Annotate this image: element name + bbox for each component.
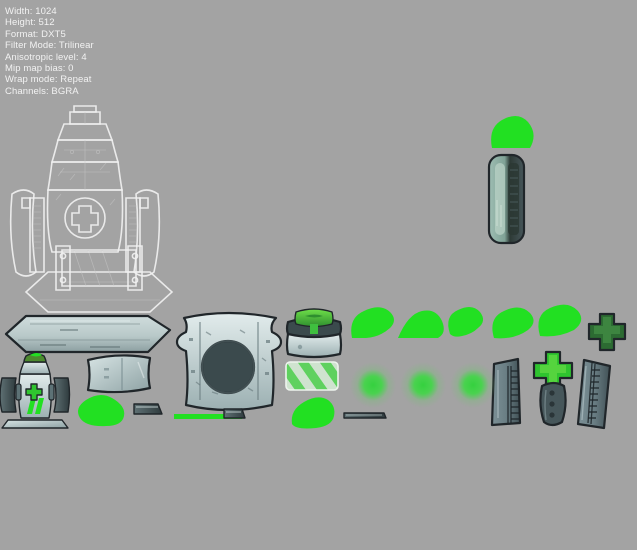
sprite-tank-wireframe-outline [9, 105, 174, 313]
sprite-tank-body-panel [175, 311, 283, 412]
sprite-green-blob-4 [492, 307, 534, 339]
sprite-glow-dot-1 [350, 362, 396, 408]
sprite-green-blob-1 [351, 307, 394, 338]
sprite-pod-module [539, 381, 567, 427]
sprite-green-splat-mid [291, 397, 335, 429]
sprite-robot-tank-icon [0, 352, 71, 429]
sprite-green-blob-5 [538, 304, 582, 337]
meta-row-channels: Channels: BGRA [5, 85, 79, 97]
sprite-green-blob-top [491, 115, 534, 148]
meta-row-wrap-mode: Wrap mode: Repeat [5, 74, 92, 86]
sprite-turret-cap [285, 308, 343, 359]
meta-row-anisotropic-level: Anisotropic level: 4 [5, 51, 87, 63]
sprite-green-cross-dark [587, 312, 627, 352]
sprite-armor-plate [86, 354, 152, 394]
sprite-small-bar-left [133, 403, 163, 415]
texture-metadata-panel: Width: 1024 Height: 512 Format: DXT5 Fil… [5, 6, 94, 97]
meta-row-filter-mode: Filter Mode: Trilinear [5, 40, 94, 52]
sprite-ground-platform-slab [4, 314, 172, 354]
sprite-striped-panel [285, 361, 339, 391]
meta-row-width: Width: 1024 [5, 6, 57, 17]
meta-row-height: Height: 512 [5, 17, 55, 29]
sprite-green-splat-left [78, 394, 125, 427]
sprite-tread-left [490, 357, 522, 427]
sprite-green-blob-2 [398, 310, 444, 338]
meta-row-mip-map-bias: Mip map bias: 0 [5, 63, 74, 75]
sprite-tread-right [576, 358, 612, 430]
sprite-small-bar-mid [223, 408, 246, 419]
sprite-thin-rod [343, 412, 387, 419]
sprite-green-blob-3 [448, 306, 484, 337]
sprite-capsule-barrel [487, 153, 526, 245]
sprite-glow-dot-3 [450, 362, 496, 408]
sprite-glow-dot-2 [400, 362, 446, 408]
meta-row-format: Format: DXT5 [5, 28, 66, 40]
